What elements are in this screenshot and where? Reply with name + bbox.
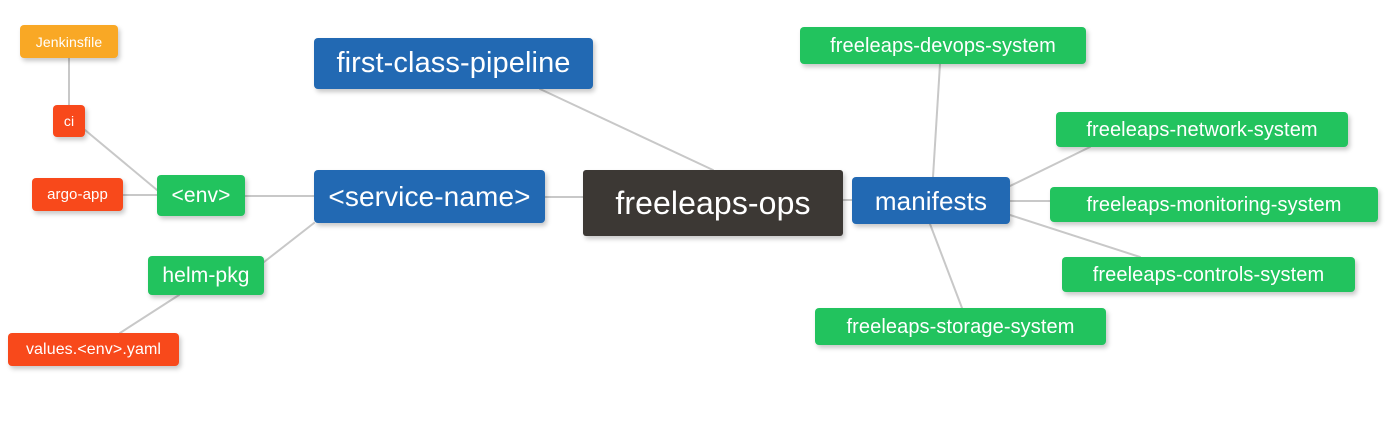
node-argo-app[interactable]: argo-app — [32, 178, 123, 211]
edge-ci-env — [84, 129, 158, 191]
node-freeleaps-network-system[interactable]: freeleaps-network-system — [1056, 112, 1348, 147]
node-freeleaps-devops-system[interactable]: freeleaps-devops-system — [800, 27, 1086, 64]
node-freeleaps-storage-system[interactable]: freeleaps-storage-system — [815, 308, 1106, 345]
node-helm-pkg[interactable]: helm-pkg — [148, 256, 264, 295]
node-first-class-pipeline[interactable]: first-class-pipeline — [314, 38, 593, 89]
edge-servicename-helmpkg — [263, 222, 315, 263]
edge-manifests-devops — [932, 63, 941, 178]
node-manifests[interactable]: manifests — [852, 177, 1010, 224]
node-service-name[interactable]: <service-name> — [314, 170, 545, 223]
node-freeleaps-ops[interactable]: freeleaps-ops — [583, 170, 843, 236]
edge-manifests-controls — [1009, 214, 1141, 258]
edge-manifests-network — [1009, 146, 1091, 187]
node-jenkinsfile[interactable]: Jenkinsfile — [20, 25, 118, 58]
node-freeleaps-controls-system[interactable]: freeleaps-controls-system — [1062, 257, 1355, 292]
edge-pipeline-root — [539, 88, 714, 171]
edge-manifests-storage — [929, 223, 963, 309]
node-freeleaps-monitoring-system[interactable]: freeleaps-monitoring-system — [1050, 187, 1378, 222]
node-values-yaml[interactable]: values.<env>.yaml — [8, 333, 179, 366]
node-env[interactable]: <env> — [157, 175, 245, 216]
edge-helmpkg-values — [119, 294, 180, 334]
node-ci[interactable]: ci — [53, 105, 85, 137]
